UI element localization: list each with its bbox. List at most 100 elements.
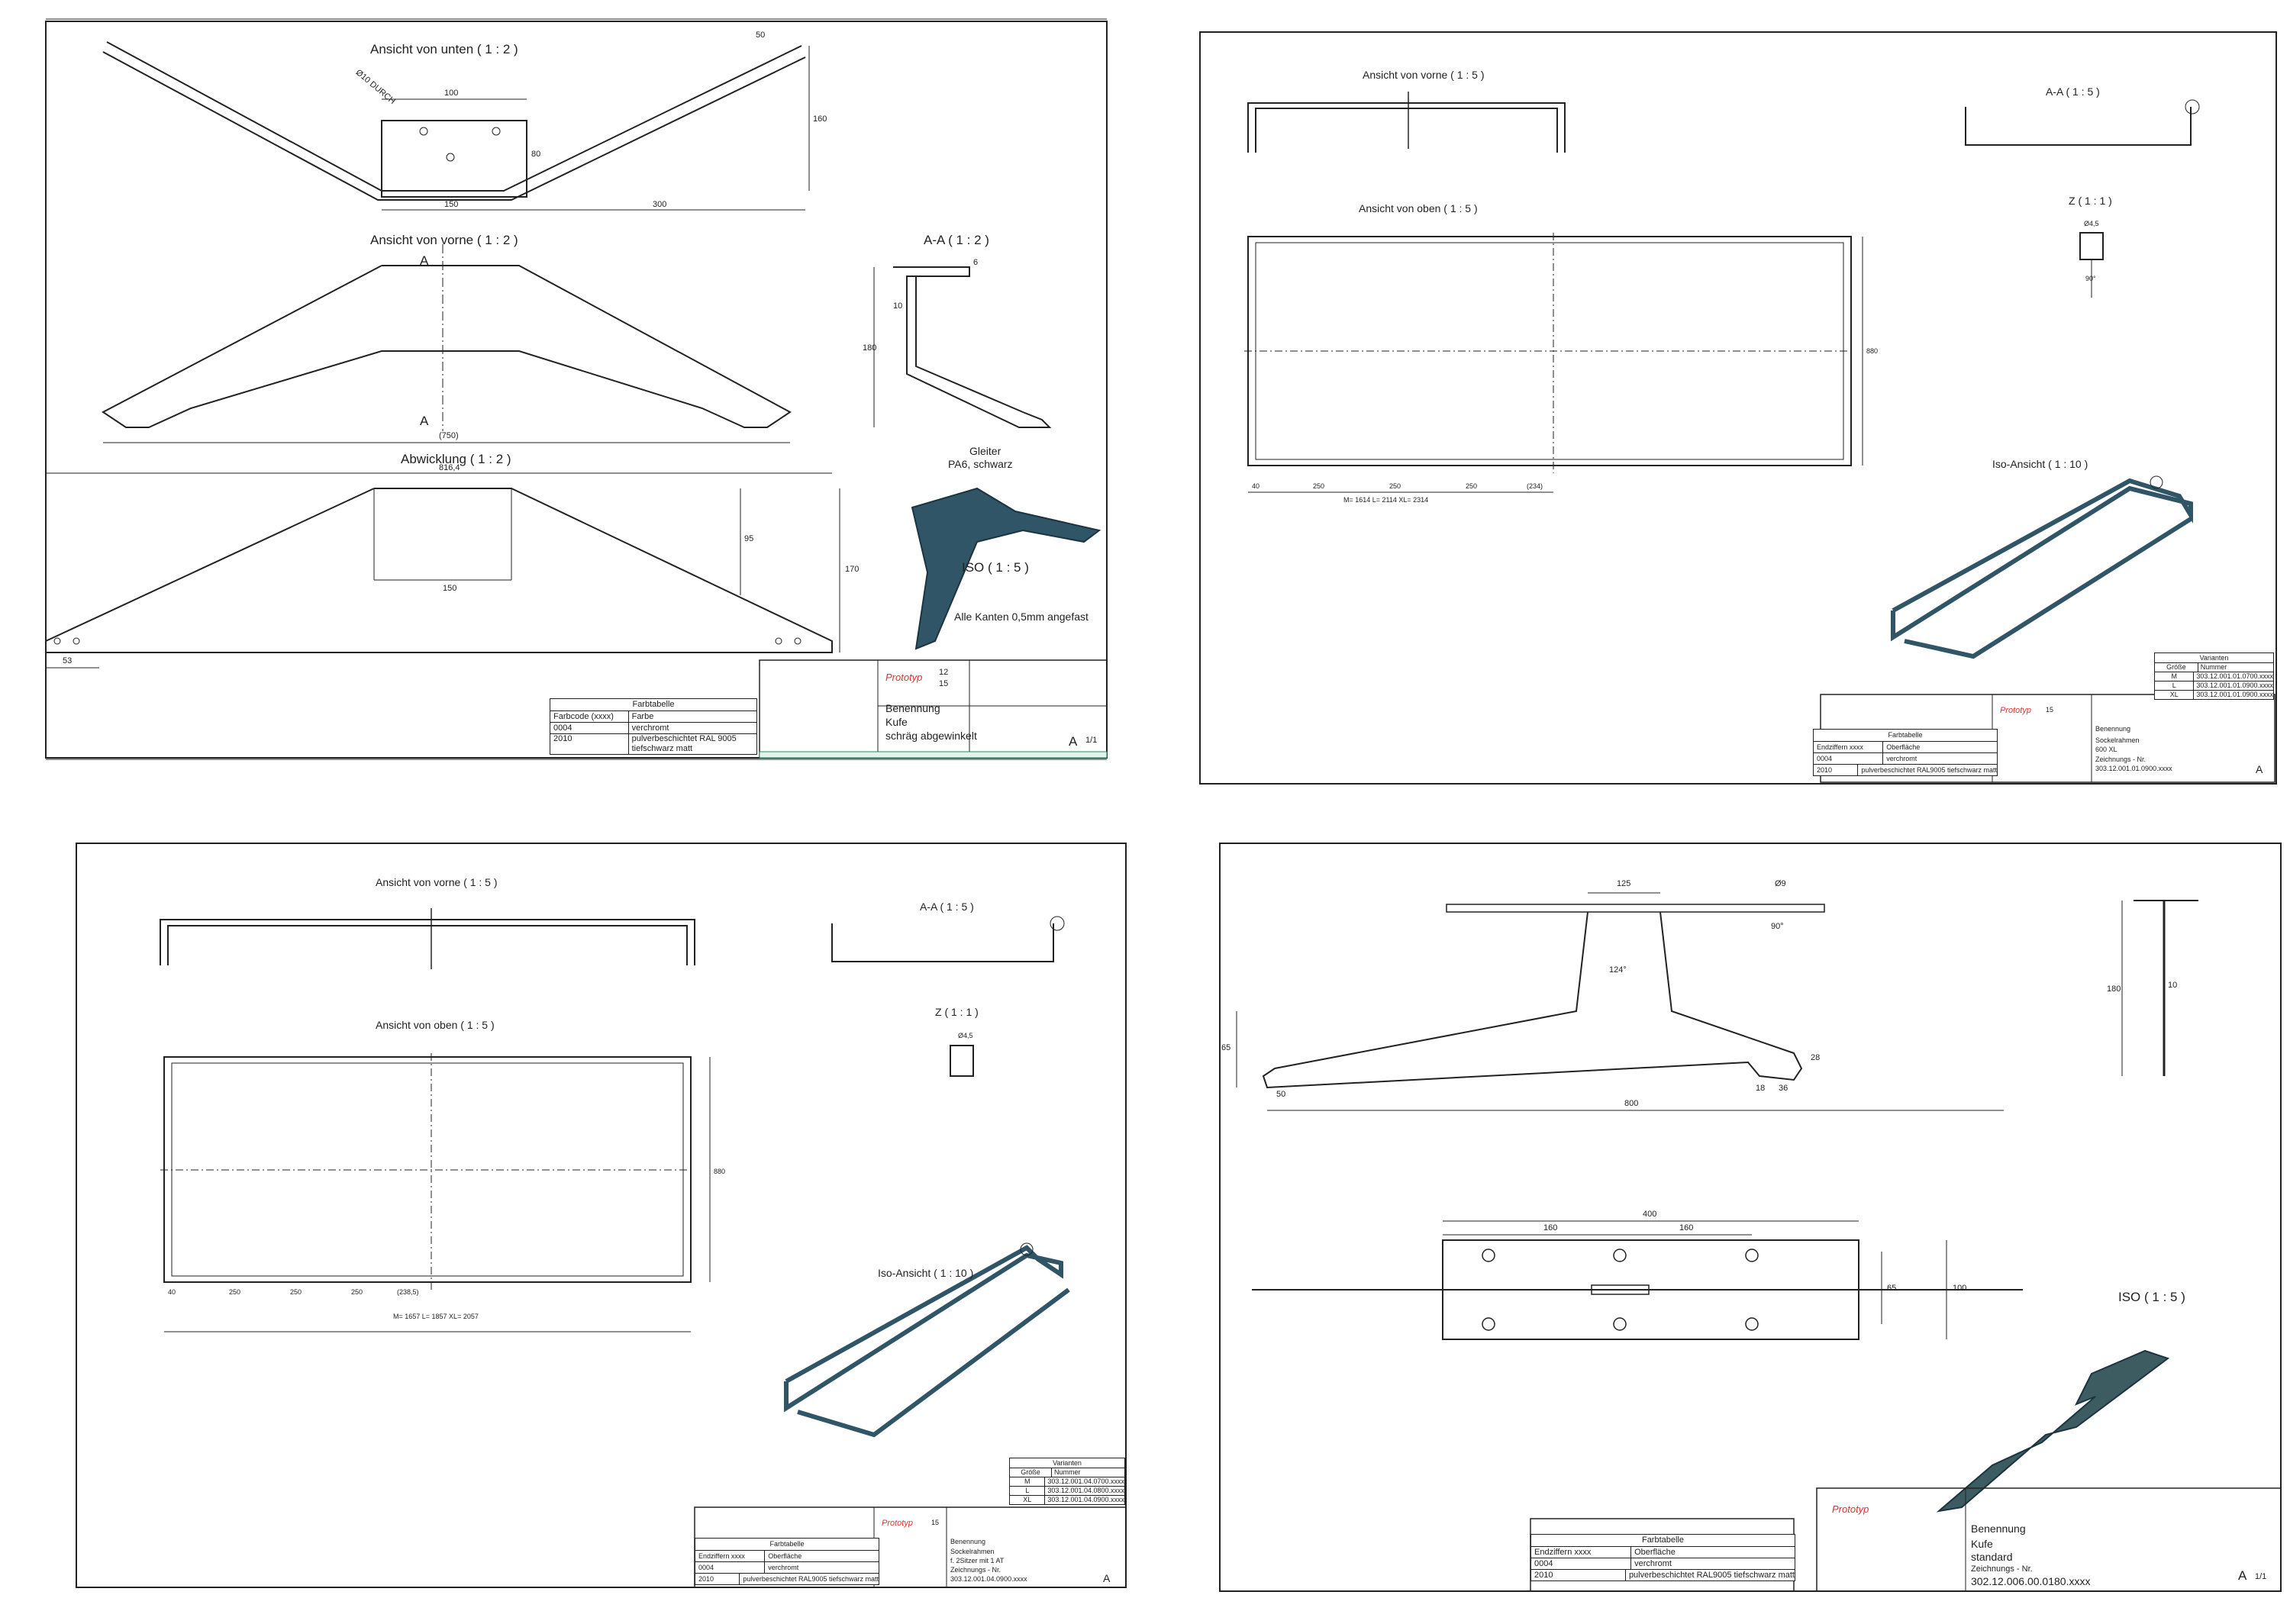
dim-36: 36 [1779,1084,1788,1093]
dim-250-c: 250 [351,1288,363,1296]
view-title-iso: ISO ( 1 : 5 ) [962,560,1029,575]
drawing-sheet-kufe-schraeg[interactable]: Ansicht von unten ( 1 : 2 ) Ansicht von … [15,15,1114,771]
dim-250-b: 250 [290,1288,302,1296]
variant-number: 303.12.001.01.0900.xxxx [2196,691,2273,698]
sheet-size: A [2238,1568,2247,1583]
dim-angle: 90° [2085,275,2096,282]
dim-170: 170 [845,565,860,574]
view-title-top: Ansicht von oben ( 1 : 5 ) [1359,202,1478,214]
view-title-iso: Iso-Ansicht ( 1 : 10 ) [1992,458,2088,470]
color-table-surface: verchromt [1634,1559,1672,1568]
color-table-head-code: Endziffern xxxx [695,1551,766,1561]
color-table-head-surface: Oberfläche [1886,743,1921,751]
title-label: Benennung [2095,725,2131,733]
variant-size: L [2155,682,2195,690]
drawing-sheet-kufe-standard[interactable]: 125 Ø9 90° 124° 65 50 800 28 18 36 400 1… [1191,824,2282,1599]
status-prototype: Prototyp [885,672,923,683]
dim-28: 28 [1811,1053,1821,1062]
glider-label: Gleiter [969,445,1001,457]
color-table-title: Farbtabelle [550,699,756,711]
qty-1: 12 [939,668,949,677]
status-prototype: Prototyp [2000,706,2031,715]
view-title-iso: Iso-Ansicht ( 1 : 10 ) [878,1267,974,1279]
color-table-head-color: Farbe [631,712,654,721]
title-name-1: Sockelrahmen [2095,736,2140,744]
view-title-section: A-A ( 1 : 2 ) [924,233,989,247]
dim-6: 6 [973,258,979,267]
dim-160-b: 160 [1679,1223,1694,1232]
view-title-front: Ansicht von vorne ( 1 : 5 ) [376,876,498,888]
sheet-size: A [1069,734,1078,749]
dim-hole: Ø4,5 [2084,220,2099,227]
variant-number: 303.12.001.04.0700.xxxx [1047,1477,1124,1485]
size-list: M= 1657 L= 1857 XL= 2057 [393,1313,479,1320]
title-name-2: standard [1971,1551,2013,1563]
variants-title: Varianten [1010,1458,1124,1468]
sheet-number: 1/1 [1085,736,1098,745]
drawing-sheet-sockelrahmen-600xl[interactable]: Ansicht von vorne ( 1 : 5 ) A-A ( 1 : 5 … [1191,15,2282,785]
qty: 15 [2046,706,2054,714]
color-table-surface: pulverbeschichtet RAL9005 tiefschwarz ma… [1861,766,1997,774]
color-table-head-code: Endziffern xxxx [1814,742,1884,752]
drawing-number: 302.12.006.00.0180.xxxx [1971,1575,2091,1587]
dim-50: 50 [1276,1090,1286,1099]
variant-number: 303.12.001.04.0900.xxxx [1047,1496,1124,1503]
color-table-head-code: Farbcode (xxxx) [550,711,629,722]
cut-marker-bottom: A [420,414,429,428]
dim-angle-124: 124° [1609,965,1627,975]
title-name-1: Sockelrahmen [950,1548,995,1555]
view-title-top: Ansicht von oben ( 1 : 5 ) [376,1019,495,1031]
color-table-surface: verchromt [1886,755,1917,762]
color-table-surface: pulverbeschichtet RAL9005 tiefschwarz ma… [1628,1571,1795,1580]
drawing-sheet-sockelrahmen-2sitzer[interactable]: Ansicht von vorne ( 1 : 5 ) A-A ( 1 : 5 … [46,832,1130,1595]
sheet4-graphics [1219,843,2282,1592]
dim-250-b: 250 [1389,482,1401,490]
dim-80: 80 [531,150,541,159]
color-table-head-surface: Oberfläche [1634,1548,1676,1557]
color-table-code: 2010 [550,734,629,754]
dim-250-c: 250 [1466,482,1478,490]
dim-816: 816,4 [439,463,460,472]
title-name-2: 600 XL [2095,746,2117,753]
color-table-code: 0004 [1531,1558,1632,1569]
color-table-head-surface: Oberfläche [768,1552,802,1560]
dim-65: 65 [1221,1043,1231,1052]
color-table-title: Farbtabelle [1531,1535,1795,1547]
dim-160-a: 160 [1543,1223,1558,1232]
view-title-section: A-A ( 1 : 5 ) [920,901,974,913]
color-table-color: verchromt [631,723,669,733]
drawing-number: 303.12.001.01.0900.xxxx [2095,765,2172,772]
dim-100: 100 [444,89,459,98]
color-table-title: Farbtabelle [695,1539,879,1551]
dim-10: 10 [893,301,903,311]
dim-250-a: 250 [1313,482,1325,490]
view-title-iso: ISO ( 1 : 5 ) [2118,1290,2185,1304]
dim-300: 300 [653,200,667,209]
dim-238: (238,5) [397,1288,419,1296]
cut-marker-top: A [420,253,429,268]
color-table-head-code: Endziffern xxxx [1531,1547,1632,1558]
dim-160: 160 [813,114,827,124]
dim-150: 150 [444,200,459,209]
title-label: Benennung [1971,1522,2026,1535]
dim-750: (750) [439,431,459,440]
color-table-surface: pulverbeschichtet RAL9005 tiefschwarz ma… [743,1575,879,1583]
dim-234: (234) [1527,482,1543,490]
status-prototype: Prototyp [882,1519,913,1528]
qty-2: 15 [939,679,949,688]
sheet1-graphics [45,18,1108,760]
color-table-code: 0004 [695,1562,766,1573]
color-table-code: 0004 [1814,753,1884,764]
variant-number: 303.12.001.01.0900.xxxx [2196,682,2273,689]
dim-10: 10 [2168,981,2178,990]
view-title-detail: Z ( 1 : 1 ) [935,1006,979,1018]
title-name-1: Kufe [885,716,908,728]
title-label: Benennung [950,1538,986,1545]
dim-53: 53 [63,656,73,665]
view-title-bottom: Ansicht von unten ( 1 : 2 ) [370,42,518,56]
